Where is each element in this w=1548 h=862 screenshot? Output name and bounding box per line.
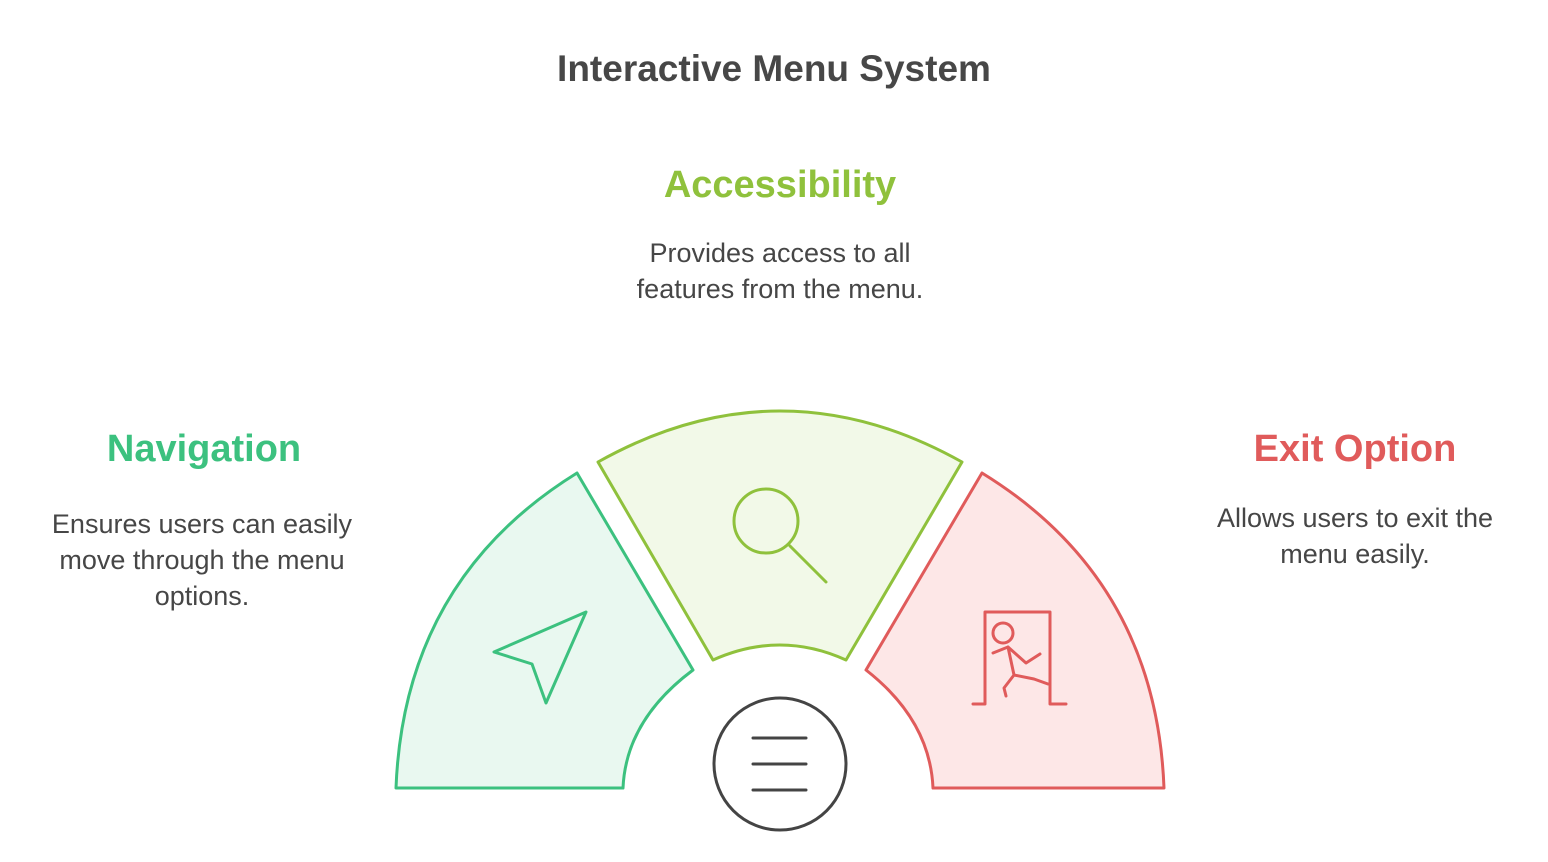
navigation-description-line: move through the menu — [59, 545, 345, 575]
diagram-title: Interactive Menu System — [557, 48, 991, 89]
exit-running-person-icon — [971, 610, 1068, 706]
accessibility-description-line: Provides access to all — [649, 238, 911, 268]
exit-option-description-line: menu easily. — [1280, 539, 1430, 569]
accessibility-segment[interactable] — [596, 409, 964, 662]
exit-option-description: Allows users to exit the menu easily. — [1175, 500, 1535, 572]
exit-option-heading: Exit Option — [1253, 428, 1457, 470]
exit-option-segment[interactable] — [864, 471, 1166, 790]
search-icon — [732, 487, 828, 584]
navigation-arrow-icon — [492, 610, 588, 705]
accessibility-description: Provides access to all features from the… — [580, 235, 980, 307]
accessibility-heading: Accessibility — [663, 164, 897, 206]
hamburger-menu-icon — [751, 736, 808, 792]
menu-button[interactable] — [712, 696, 848, 832]
navigation-description-line: Ensures users can easily — [51, 509, 353, 539]
navigation-description: Ensures users can easily move through th… — [22, 506, 382, 614]
navigation-description-line: options. — [154, 581, 250, 611]
navigation-segment[interactable] — [394, 471, 695, 790]
accessibility-description-line: features from the menu. — [636, 274, 924, 304]
exit-option-description-line: Allows users to exit the — [1216, 503, 1494, 533]
navigation-heading: Navigation — [106, 428, 302, 470]
